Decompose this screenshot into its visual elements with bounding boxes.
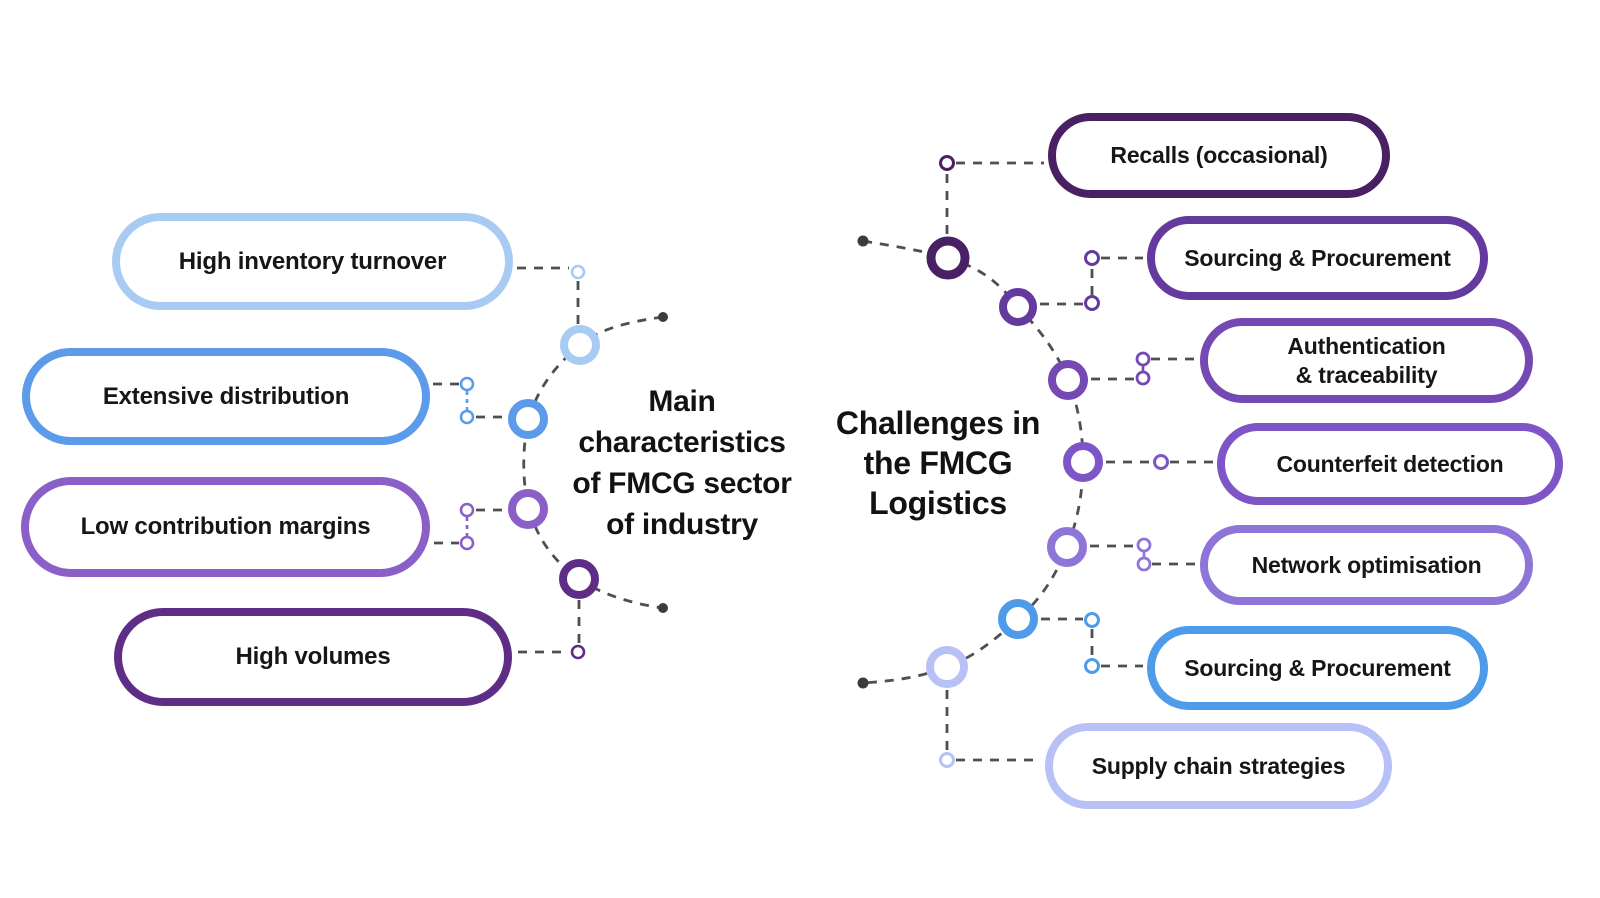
node-label: Sourcing & Procurement (1184, 244, 1451, 271)
left-arc-line (522, 315, 664, 610)
left-arc-end-dot-top (658, 312, 668, 322)
connector-node-circle (570, 264, 586, 280)
connector-node-circle (939, 752, 955, 768)
left-diagram-title: Main characteristics of FMCG sector of i… (572, 385, 792, 541)
node-sourcing-procurement-top: Sourcing & Procurement (1147, 216, 1488, 300)
node-label: Sourcing & Procurement (1184, 654, 1451, 681)
arc-ring-network-optimisation (1047, 527, 1087, 567)
arc-ring-extensive-distribution (508, 399, 548, 439)
arc-ring-sourcing-procurement-bottom (998, 599, 1038, 639)
node-sourcing-procurement-bottom: Sourcing & Procurement (1147, 626, 1488, 710)
arc-ring-counterfeit-detection (1063, 442, 1103, 482)
right-arc-end-dot-top (857, 235, 869, 247)
arc-ring-supply-chain-strategies (926, 646, 968, 688)
connector-extensive-distribution (433, 376, 505, 425)
arc-ring-low-contribution-margins (508, 489, 548, 529)
node-recalls-occasional: Recalls (occasional) (1048, 113, 1390, 198)
node-counterfeit-detection: Counterfeit detection (1217, 423, 1563, 505)
arc-ring-recalls (926, 236, 970, 280)
node-label: Supply chain strategies (1091, 752, 1346, 779)
node-label: Counterfeit detection (1276, 450, 1504, 477)
connector-sourcing-procurement-top (1040, 250, 1143, 311)
connector-network-optimisation (1090, 537, 1196, 572)
connector-node-circle (1153, 454, 1169, 470)
connector-node-circle (459, 409, 475, 425)
connector-node-circle (459, 502, 475, 518)
connector-counterfeit-detection (1106, 454, 1213, 470)
connector-supply-chain-strategies (939, 690, 1041, 768)
arc-ring-high-inventory-turnover (560, 325, 600, 365)
arc-ring-sourcing-procurement-top (999, 288, 1037, 326)
connector-node-circle (459, 535, 475, 551)
right-diagram-title: Challenges in the FMCG Logistics (835, 405, 1041, 521)
connector-node-circle (1084, 250, 1100, 266)
node-low-contribution-margins: Low contribution margins (21, 477, 430, 577)
connector-authentication-traceability (1091, 351, 1196, 386)
node-supply-chain-strategies: Supply chain strategies (1045, 723, 1392, 809)
connector-node-circle (459, 376, 475, 392)
node-label: High volumes (235, 643, 391, 671)
node-label: Network optimisation (1251, 551, 1482, 578)
connector-node-circle (1084, 295, 1100, 311)
node-label: High inventory turnover (178, 247, 447, 275)
node-label: Extensive distribution (102, 382, 350, 410)
arc-ring-authentication-traceability (1048, 360, 1088, 400)
node-label: Low contribution margins (80, 513, 371, 541)
connector-high-volumes (518, 600, 586, 660)
right-arc-end-dot-bottom (857, 677, 869, 689)
connector-node-circle (1136, 556, 1152, 572)
connector-low-contribution-margins (434, 502, 505, 551)
connector-sourcing-procurement-bottom (1041, 612, 1143, 674)
arc-ring-high-volumes (559, 559, 599, 599)
node-label: Recalls (occasional) (1110, 142, 1328, 169)
node-network-optimisation: Network optimisation (1200, 525, 1533, 605)
connector-node-circle (1084, 612, 1100, 628)
connector-node-circle (1135, 351, 1151, 367)
connector-recalls (939, 155, 1044, 234)
connector-node-circle (1135, 370, 1151, 386)
connector-node-circle (1136, 537, 1152, 553)
left-arc-end-dot-bottom (658, 603, 668, 613)
node-high-volumes: High volumes (114, 608, 512, 706)
connector-node-circle (939, 155, 955, 171)
connector-high-inventory-turnover (517, 264, 586, 324)
node-authentication-traceability: Authentication & traceability (1200, 318, 1533, 403)
node-label: Authentication & traceability (1287, 333, 1446, 388)
connector-node-circle (1084, 658, 1100, 674)
node-extensive-distribution: Extensive distribution (22, 348, 430, 445)
connector-node-circle (570, 644, 586, 660)
node-high-inventory-turnover: High inventory turnover (112, 213, 513, 310)
